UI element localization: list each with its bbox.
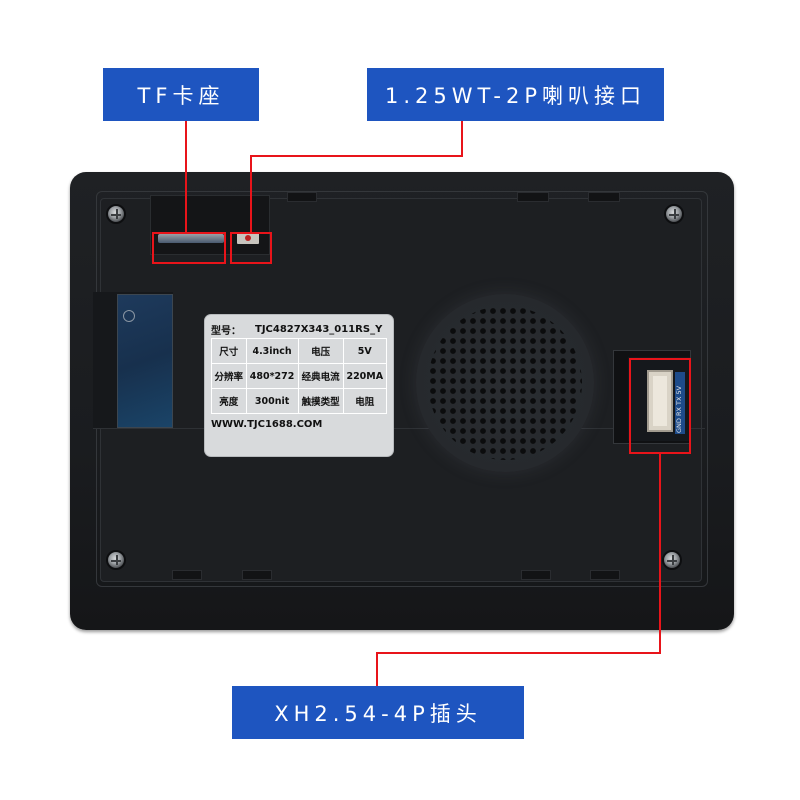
spec-value: 220MA [342, 363, 388, 389]
clip-tab [172, 570, 202, 580]
spec-value: 5V [342, 338, 388, 364]
mounting-hole-icon [123, 310, 135, 322]
spec-value: 480*272 [245, 363, 299, 389]
screw-icon [106, 204, 126, 224]
leader-line-speaker-v2 [250, 155, 252, 233]
highlight-tf-slot [152, 232, 226, 264]
spec-value: 300nit [245, 388, 299, 414]
spec-key: 分辨率 [211, 363, 247, 389]
model-key: 型号： [211, 325, 241, 337]
spec-key: 亮度 [211, 388, 247, 414]
speaker-connector [237, 232, 259, 244]
spec-table: 尺寸 4.3inch 电压 5V 分辨率 480*272 经典电流 220MA … [211, 338, 388, 414]
clip-tab [517, 192, 549, 202]
callout-xh-header: XH2.54-4P插头 [232, 686, 524, 739]
highlight-speaker-port [230, 232, 272, 264]
spec-value: 4.3inch [245, 338, 299, 364]
speaker-holes [428, 306, 582, 460]
xh-cavity [653, 376, 667, 426]
leader-line-speaker-v1 [461, 121, 463, 157]
clip-tab [590, 570, 620, 580]
clip-tab [521, 570, 551, 580]
spec-key: 电压 [297, 338, 344, 364]
spec-key: 尺寸 [211, 338, 247, 364]
clip-tab [242, 570, 272, 580]
clip-tab [588, 192, 620, 202]
lower-panel-seam [93, 428, 705, 584]
speaker-grille [416, 294, 594, 472]
spec-label: 型号： TJC4827X343_011RS_Y 尺寸 4.3inch 电压 5V… [204, 314, 394, 457]
spec-row: 分辨率 480*272 经典电流 220MA [211, 363, 388, 389]
highlight-xh-header [629, 358, 691, 454]
leader-line-speaker-h [250, 155, 463, 157]
label-url: WWW.TJC1688.COM [211, 419, 323, 430]
callout-xh-text: XH2.54-4P插头 [274, 701, 482, 726]
leader-line-xh-h [376, 652, 661, 654]
clip-tab [287, 192, 317, 202]
spec-row: 亮度 300nit 触摸类型 电阻 [211, 388, 388, 414]
xh-plug [647, 370, 673, 432]
screw-icon [106, 550, 126, 570]
spec-value: 电阻 [342, 388, 388, 414]
screw-icon [664, 204, 684, 224]
callout-speaker-port: 1.25WT-2P喇叭接口 [367, 68, 664, 121]
leader-line-xh-v2 [376, 652, 378, 686]
model-line: 型号： TJC4827X343_011RS_Y [211, 320, 387, 338]
tf-card-slot [158, 234, 224, 243]
callout-speaker-text: 1.25WT-2P喇叭接口 [384, 83, 647, 108]
blue-pcb [117, 294, 173, 428]
callout-tf-card-slot: TF卡座 [103, 68, 259, 121]
leader-line-xh-v1 [659, 454, 661, 654]
spec-row: 尺寸 4.3inch 电压 5V [211, 338, 388, 364]
callout-tf-text: TF卡座 [137, 83, 225, 108]
spec-key: 经典电流 [297, 363, 344, 389]
spec-key: 触摸类型 [297, 388, 344, 414]
screw-icon [662, 550, 682, 570]
model-value: TJC4827X343_011RS_Y [255, 323, 383, 335]
leader-line-tf [185, 121, 187, 233]
